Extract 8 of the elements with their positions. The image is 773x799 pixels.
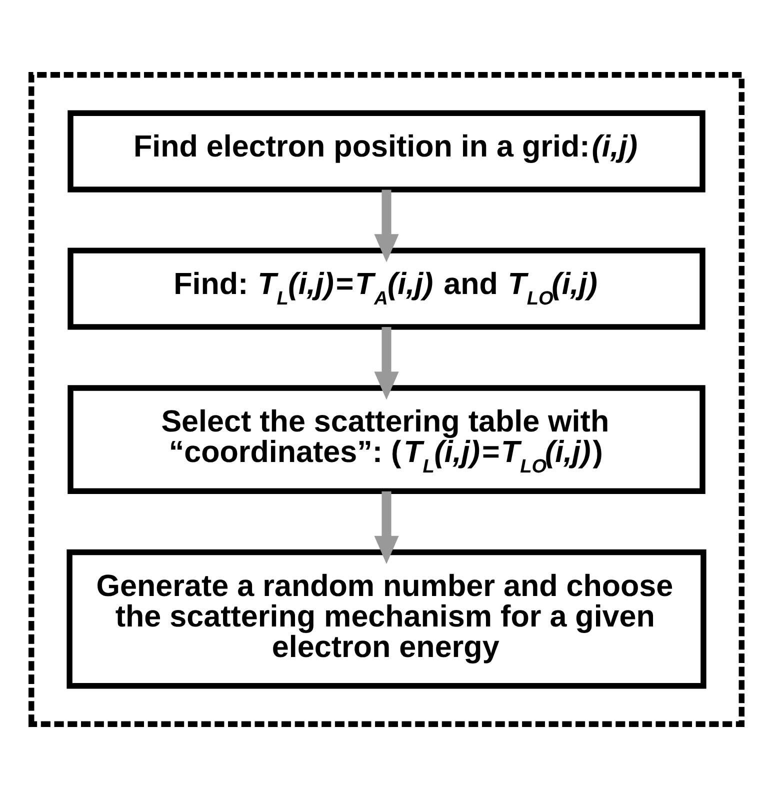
arrow <box>374 491 399 564</box>
arrow <box>374 190 399 262</box>
arrow <box>374 327 399 400</box>
node-box: Find electron position in a grid:(i,j) <box>68 110 706 192</box>
node-box: Generate a random number and choose the scattering mechanism for a given electron energy <box>66 549 706 689</box>
node-box: Find: T$_{L}$(i,j)=T$_{A}$(i,j) and T$_{LO}$(i,j) <box>68 248 706 330</box>
node-box: Select the scattering table with “coordinates”: (T$_{L}$(i,j)=T$_{LO}$(i,j)) <box>68 385 706 494</box>
cluster <box>28 72 744 727</box>
